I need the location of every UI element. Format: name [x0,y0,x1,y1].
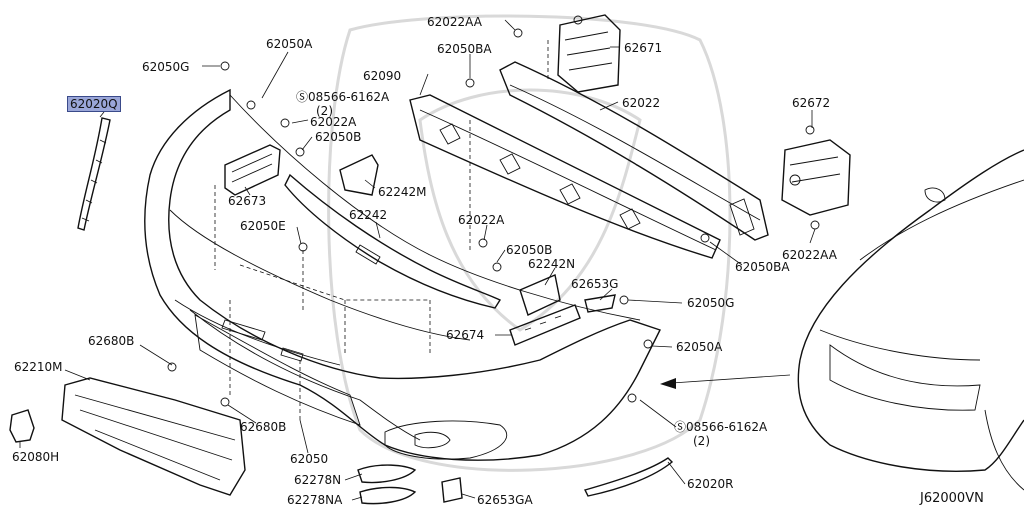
label-62242m[interactable]: 62242M [378,185,427,199]
label-62080h[interactable]: 62080H [12,450,60,464]
part-62020r-strip [583,457,674,497]
part-62020q-strip [77,111,111,231]
label-08566-qty-bottom: (2) [693,434,710,448]
label-62050[interactable]: 62050 [290,452,329,466]
part-62022-beam [499,61,769,241]
part-62673-bracket [224,144,281,196]
label-62022[interactable]: 62022 [622,96,661,110]
label-08566-6162a-bottom[interactable]: Ⓢ08566-6162A [674,420,768,434]
label-62673[interactable]: 62673 [228,194,267,208]
part-62080h-clip [9,409,35,443]
label-62050ba-top[interactable]: 62050BA [437,42,492,56]
label-62674[interactable]: 62674 [446,328,485,342]
label-62022aa-right[interactable]: 62022AA [782,248,837,262]
label-62020q-highlighted[interactable]: 62020Q [67,96,121,112]
part-62278n-cover [357,464,417,505]
label-62278n[interactable]: 62278N [294,473,342,487]
label-62680b-mid[interactable]: 62680B [240,420,287,434]
label-62050e[interactable]: 62050E [240,219,286,233]
part-62242n-bracket [519,274,561,316]
label-62050b-top[interactable]: 62050B [315,130,362,144]
part-62653g-bracket [584,294,616,313]
label-62278na[interactable]: 62278NA [287,493,343,507]
label-62022a-mid[interactable]: 62022A [458,213,505,227]
label-62050a-top[interactable]: 62050A [266,37,313,51]
label-62653g[interactable]: 62653G [571,277,619,291]
part-62242m-bracket [339,154,379,196]
label-62680b-left[interactable]: 62680B [88,334,135,348]
label-62672[interactable]: 62672 [792,96,831,110]
label-08566-qty-top: (2) [316,104,333,118]
label-62242[interactable]: 62242 [349,208,388,222]
vehicle-outline [797,149,1024,491]
fasteners [167,28,820,407]
part-62210m-undercover [61,377,246,496]
part-62671-bracket [557,14,621,93]
label-62050g-mid[interactable]: 62050G [687,296,735,310]
label-62050b-mid[interactable]: 62050B [506,243,553,257]
part-62653ga-block [441,477,463,503]
leader-lines [19,19,816,501]
label-62020r[interactable]: 62020R [687,477,734,491]
label-62671[interactable]: 62671 [624,41,663,55]
diagram-code: J62000VN [920,491,984,506]
label-62242n[interactable]: 62242N [528,257,576,271]
label-62653ga[interactable]: 62653GA [477,493,533,507]
label-62210m[interactable]: 62210M [14,360,63,374]
part-62674-bracket [509,304,581,346]
part-62022-fascia [144,88,661,461]
watermark-emblem [327,14,732,472]
part-62242-retainer [284,173,502,309]
label-62050a-mid[interactable]: 62050A [676,340,723,354]
label-62050ba-right[interactable]: 62050BA [735,260,790,274]
label-08566-6162a-top[interactable]: Ⓢ08566-6162A [296,90,390,104]
part-62672-bracket [781,125,851,216]
label-62090[interactable]: 62090 [363,69,402,83]
direction-arrow [660,374,791,389]
label-62022aa-top[interactable]: 62022AA [427,15,482,29]
assembly-guides [214,40,549,420]
label-62050g-top[interactable]: 62050G [142,60,190,74]
label-62022a-top[interactable]: 62022A [310,115,357,129]
part-62090-bar [409,94,721,259]
